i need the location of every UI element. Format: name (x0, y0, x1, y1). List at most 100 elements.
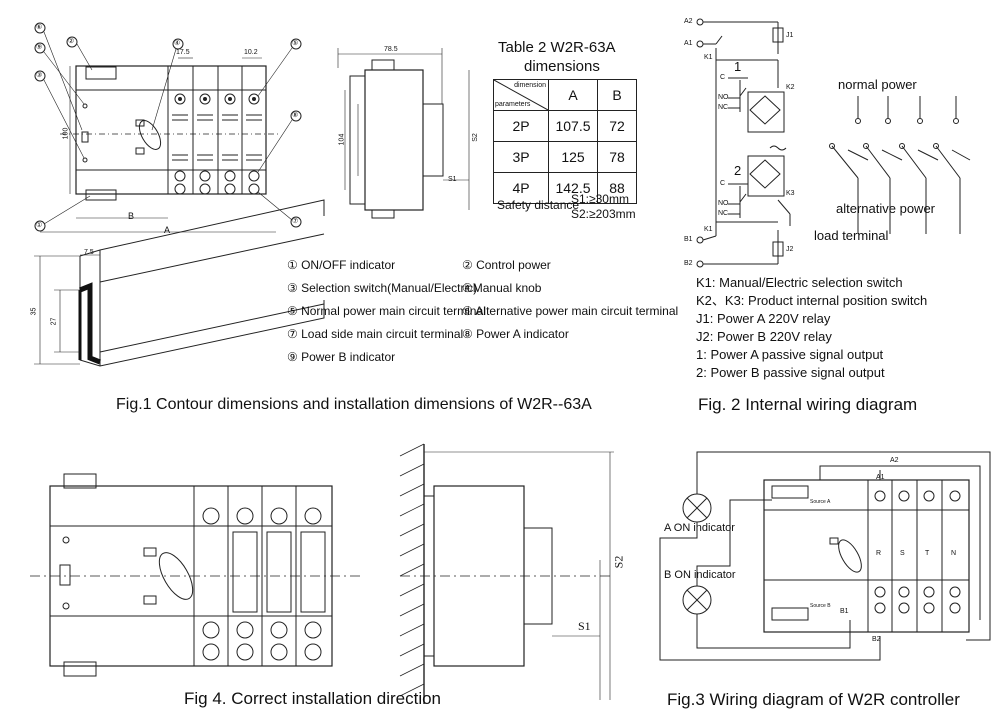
table2-a: 125 (548, 141, 598, 173)
table2-a: 142.5 (548, 172, 598, 204)
fig1-marker-4: ④ (174, 40, 181, 47)
legend-control-power: ② Control power (462, 258, 551, 272)
fig2-label-a2: A2 (684, 18, 693, 25)
fig1-dim-17-5: 17.5 (176, 49, 190, 56)
fig3-manual-knob (838, 539, 862, 573)
fig2-legend-k1: K1: Manual/Electric selection switch (696, 275, 903, 290)
fig4-caption: Fig 4. Correct installation direction (184, 689, 442, 708)
fig3-terminals (874, 490, 961, 614)
fig4-manual-knob (158, 552, 194, 600)
fig1-dim-s2: S2 (471, 133, 479, 142)
fig1-front-view (34, 22, 302, 233)
legend-selection-switch: ③ Selection switch(Manual/Electric) (287, 281, 478, 295)
table2-b: 78 (597, 141, 637, 173)
fig1-bottom-terminals (174, 170, 260, 195)
legend-load-side-terminal: ⑦ Load side main circuit terminal (287, 327, 464, 341)
table-row: 2P 107.5 72 (493, 110, 637, 142)
fig2-legend-output-a: 1: Power A passive signal output (696, 347, 884, 362)
fig3-label-b2: B2 (872, 636, 881, 643)
table2-poles: 2P (493, 110, 549, 142)
fig3-label-a2: A2 (890, 457, 899, 464)
fig1-marker-9: ⑨ (36, 44, 43, 51)
fig2-load-terminal: load terminal (814, 228, 889, 243)
legend-power-a-indicator: ⑧ Power A indicator (462, 327, 569, 341)
fig3-label-n: N (951, 550, 957, 557)
fig2-legend-output-b: 2: Power B passive signal output (696, 365, 885, 380)
fig2-label-a1: A1 (684, 40, 693, 47)
table2-b: 88 (597, 172, 637, 204)
table-row: 4P 142.5 88 (493, 172, 637, 204)
fig4-side-view (399, 443, 614, 704)
fig1-dim-a: A (164, 225, 171, 235)
fig1-dim-104: 104 (338, 133, 346, 146)
fig3-wiring (659, 451, 991, 661)
fig2-label-nc: NC (718, 104, 729, 111)
fig2-label-k1b: K1 (704, 226, 713, 233)
fig1-marker-8: ⑧ (292, 112, 299, 119)
fig2-wiring (696, 18, 791, 268)
fig3-label-t: T (925, 550, 930, 557)
fig3-b-on-indicator: B ON indicator (664, 569, 736, 581)
fig1-marker-5: ⑤ (292, 40, 299, 47)
fig2-label-k1a: K1 (704, 54, 713, 61)
table2-a: 107.5 (548, 110, 598, 142)
table2-header-parameters: parameters (495, 101, 531, 108)
fig1-dim-27: 27 (50, 317, 58, 326)
legend-on-off-indicator: ① ON/OFF indicator (287, 258, 396, 272)
fig1-dim-7-5: 7.5 (84, 249, 94, 256)
fig3-source-a: Source A (810, 499, 831, 505)
table2-s1: S1:≥30mm (571, 192, 629, 206)
fig2-label-j1: J1 (786, 32, 794, 39)
fig2-caption: Fig. 2 Internal wiring diagram (698, 395, 918, 414)
legend-power-b-indicator: ⑨ Power B indicator (287, 350, 396, 364)
fig2-legend-j1: J1: Power A 220V relay (696, 311, 831, 326)
fig2-legend-k2-k3: K2、K3: Product internal position switch (696, 293, 928, 308)
table2-title-line2: dimensions (524, 58, 600, 75)
fig2-label-one: 1 (734, 59, 742, 74)
fig1-marker-2: ② (68, 38, 75, 45)
fig1-top-terminals (172, 93, 262, 161)
fig2-bridge-a (749, 95, 781, 125)
fig4-s2: S2 (611, 555, 626, 569)
fig3-caption: Fig.3 Wiring diagram of W2R controller (667, 690, 960, 709)
fig2-legend-j2: J2: Power B 220V relay (696, 329, 832, 344)
fig1-dim-78-5: 78.5 (384, 46, 398, 53)
fig1-dim-b: B (128, 211, 135, 221)
fig1-din-rail (34, 199, 325, 367)
fig2-label-k2: K2 (786, 84, 795, 91)
table2-diagonal (494, 80, 548, 110)
fig1-dim-35: 35 (30, 307, 38, 316)
fig2-normal-power: normal power (838, 77, 917, 92)
fig2-label-two: 2 (734, 163, 742, 178)
table2-title-line1: Table 2 W2R-63A (498, 39, 616, 56)
fig1-dim-100: 100 (62, 127, 70, 140)
fig2-power-contacts (829, 96, 971, 234)
legend-alternative-power-terminal: ⑥ Alternative power main circuit termina… (462, 304, 679, 318)
table2-s2: S2:≥203mm (571, 207, 636, 221)
fig4-terminals (202, 507, 326, 661)
fig2-label-b2: B2 (684, 260, 693, 267)
table-row: 3P 125 78 (493, 141, 637, 173)
fig3-label-s: S (900, 550, 905, 557)
table2-poles: 3P (493, 141, 549, 173)
table2-dimensions: dimension parameters A B 2P 107.5 72 3P … (493, 79, 637, 204)
fig1-marker-6: ⑥ (36, 24, 43, 31)
fig1-caption: Fig.1 Contour dimensions and installatio… (116, 396, 592, 413)
fig3-label-a1: A1 (876, 474, 885, 481)
fig3-label-r: R (876, 550, 882, 557)
table2-col-b: B (597, 79, 637, 111)
fig2-label-no2: NO (718, 200, 729, 207)
table2-header-corner: dimension parameters (493, 79, 549, 111)
table2-b: 72 (597, 110, 637, 142)
fig3-source-b: Source B (810, 603, 831, 609)
fig2-bridge-b (749, 159, 781, 189)
fig1-side-view (337, 48, 470, 219)
fig2-label-k3: K3 (786, 190, 795, 197)
fig2-label-c2: C (720, 180, 726, 187)
fig2-label-nc2: NC (718, 210, 729, 217)
fig2-label-c: C (720, 74, 726, 81)
fig3-a-on-indicator: A ON indicator (664, 522, 735, 534)
table2-col-a: A (548, 79, 598, 111)
fig1-dim-10-2: 10.2 (244, 49, 258, 56)
